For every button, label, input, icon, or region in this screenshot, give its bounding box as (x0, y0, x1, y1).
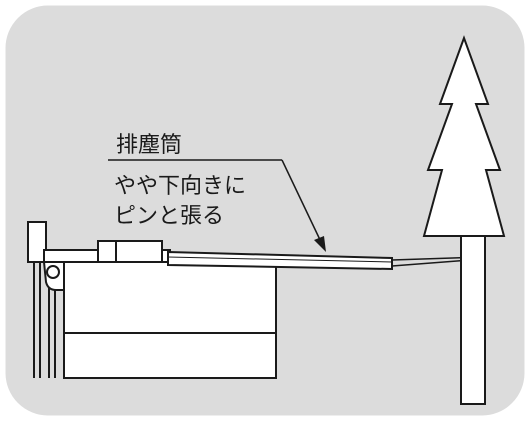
leader-line (281, 159, 323, 245)
machine-top-block (97, 240, 163, 263)
leader-arrowhead (314, 236, 326, 252)
instruction-line-1: やや下向きに (114, 174, 246, 199)
tree (422, 35, 506, 405)
tree-foliage (422, 35, 506, 237)
machine-left-post (27, 221, 47, 263)
machine-outlet-ring (46, 265, 60, 279)
duct-seam (167, 256, 393, 263)
duct-name-label: 排塵筒 (116, 133, 182, 158)
discharge-duct (167, 250, 393, 271)
machine (27, 221, 277, 379)
instruction-line-2: ピンと張る (114, 204, 224, 229)
machine-body (63, 261, 277, 379)
tree-trunk (460, 235, 486, 405)
